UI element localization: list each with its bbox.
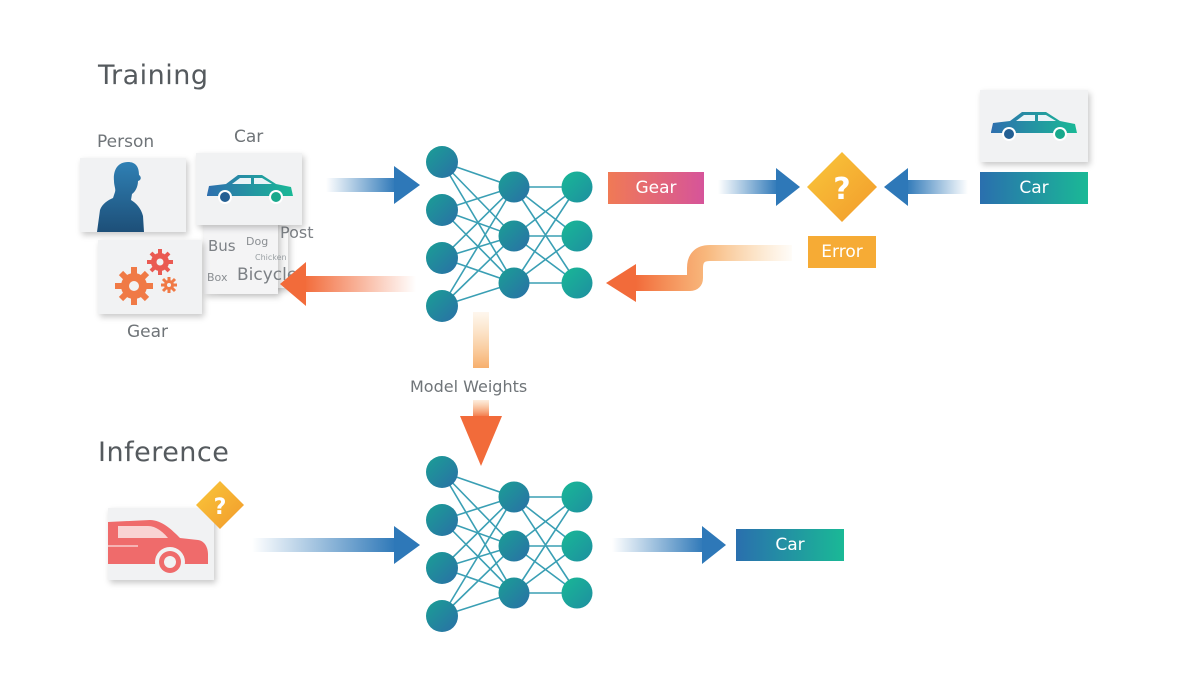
network-connection xyxy=(513,496,578,594)
inference-heading: Inference xyxy=(98,437,230,468)
ground-truth-to-comparison-arrow xyxy=(884,168,968,206)
svg-text:?: ? xyxy=(214,495,227,520)
network-node xyxy=(426,194,458,226)
inference-neural-network xyxy=(426,456,593,632)
network-connection xyxy=(441,496,515,569)
prediction-label: Gear xyxy=(608,172,704,204)
stack-word-dog: Dog xyxy=(246,235,269,248)
stack-word-box: Box xyxy=(207,271,228,284)
network-node xyxy=(426,242,458,274)
network-connection xyxy=(441,496,515,617)
stack-word-bus: Bus xyxy=(208,237,236,255)
gears-icon xyxy=(115,249,177,305)
stack-word-post: Post xyxy=(280,223,314,242)
gear-caption: Gear xyxy=(127,322,169,342)
comparison-question-icon: ? xyxy=(807,152,877,222)
ground-truth-car-card xyxy=(980,90,1088,162)
car-rear-icon xyxy=(108,520,208,577)
network-node xyxy=(561,577,593,609)
network-to-prediction-arrow xyxy=(718,168,800,206)
gear-image-card xyxy=(98,240,202,314)
car-icon xyxy=(207,175,293,204)
training-neural-network xyxy=(426,146,593,322)
person-image-card xyxy=(80,158,186,232)
person-silhouette-icon xyxy=(97,162,144,232)
car-image-card xyxy=(196,153,302,225)
network-node xyxy=(426,456,458,488)
error-to-network-arrow xyxy=(606,245,792,302)
stack-word-bicycle: Bicycle xyxy=(237,265,298,285)
network-node xyxy=(561,481,593,513)
ground-truth-label: Car xyxy=(980,172,1088,204)
network-node xyxy=(498,577,530,609)
network-node xyxy=(426,290,458,322)
error-label: Error xyxy=(808,236,876,268)
network-node xyxy=(426,552,458,584)
network-node xyxy=(561,530,593,562)
network-node xyxy=(426,146,458,178)
network-node xyxy=(561,171,593,203)
training-heading: Training xyxy=(98,60,209,91)
model-weights-arrow xyxy=(460,312,502,466)
network-node xyxy=(426,504,458,536)
model-weights-label: Model Weights xyxy=(410,377,528,396)
network-node xyxy=(561,220,593,252)
svg-text:?: ? xyxy=(833,172,850,207)
network-connection xyxy=(513,186,578,284)
stack-word-chicken: Chicken xyxy=(255,253,287,262)
inference-output-label: Car xyxy=(736,529,844,561)
network-connection xyxy=(441,186,515,259)
inference-output-arrow xyxy=(612,526,726,564)
network-node xyxy=(498,171,530,203)
person-caption: Person xyxy=(97,132,155,152)
car-caption: Car xyxy=(234,127,264,147)
inference-car-card xyxy=(108,508,214,580)
network-node xyxy=(498,267,530,299)
network-node xyxy=(426,600,458,632)
stack-card-mid xyxy=(204,214,278,294)
unknown-question-icon: ? xyxy=(196,481,244,529)
network-connection xyxy=(441,186,515,307)
network-node xyxy=(498,481,530,513)
inference-input-arrow xyxy=(252,526,420,564)
car-icon xyxy=(991,112,1077,141)
network-connection xyxy=(441,545,515,617)
network-connection xyxy=(441,235,515,307)
backprop-to-inputs-arrow xyxy=(280,262,416,306)
network-node xyxy=(498,530,530,562)
network-node xyxy=(561,267,593,299)
input-to-network-arrow xyxy=(326,166,420,204)
network-node xyxy=(498,220,530,252)
